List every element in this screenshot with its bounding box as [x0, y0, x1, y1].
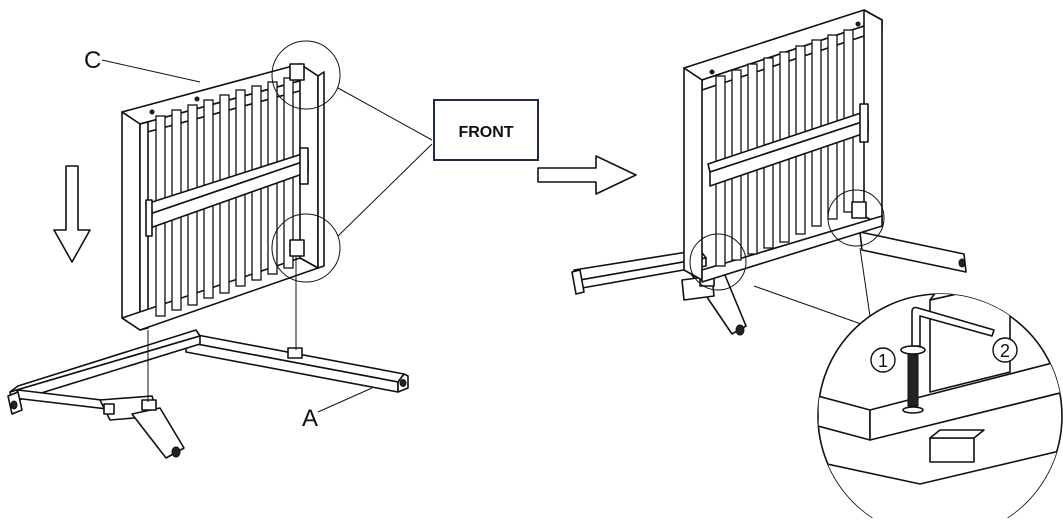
left-assembly-view: C A	[7, 40, 433, 459]
front-label: FRONT	[458, 124, 513, 141]
down-arrow-icon	[53, 165, 91, 263]
step-2-marker	[992, 337, 1018, 363]
zoom-detail: 1 2	[817, 293, 1063, 523]
panel-c	[121, 63, 325, 402]
step-2-label: 2	[1000, 341, 1010, 361]
step-1-label: 1	[878, 351, 888, 371]
step-1-marker	[870, 347, 896, 373]
assembled-panel	[683, 9, 883, 283]
detail-circle-left	[689, 233, 747, 291]
assembled-base	[571, 231, 967, 336]
right-arrow-icon	[537, 155, 637, 195]
right-assembly-view	[571, 9, 967, 336]
detail-circle-bottom	[271, 213, 341, 283]
front-callout: FRONT	[433, 99, 539, 161]
detail-circle-right	[827, 189, 885, 247]
detail-circle-top	[271, 40, 341, 110]
base-frame-a	[7, 329, 409, 459]
label-c: C	[84, 47, 101, 74]
label-a: A	[302, 405, 318, 432]
